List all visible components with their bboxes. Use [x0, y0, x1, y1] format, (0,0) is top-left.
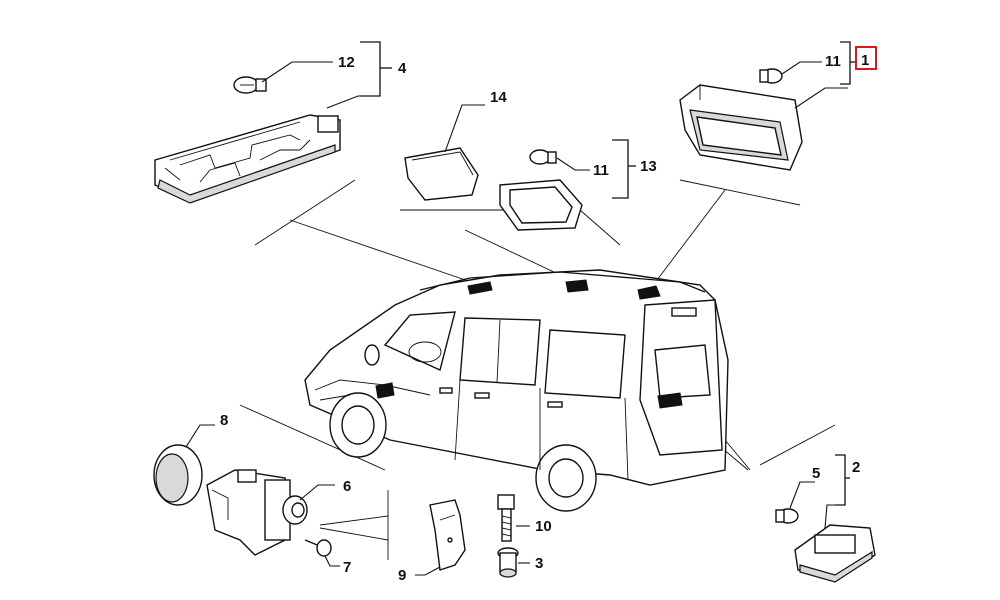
- nut-3[interactable]: [497, 547, 519, 578]
- callout-5[interactable]: 5: [812, 465, 820, 482]
- bulb-11-lamp-13[interactable]: [529, 149, 557, 165]
- callout-6[interactable]: 6: [343, 478, 351, 495]
- interior-lamp-13[interactable]: [499, 179, 583, 231]
- callout-11-lamp-13[interactable]: 11: [593, 162, 609, 179]
- callout-11-lamp-1[interactable]: 11: [825, 53, 841, 70]
- bulb-11-lamp-1[interactable]: [759, 68, 783, 84]
- callout-9[interactable]: 9: [398, 567, 406, 584]
- bulb-5[interactable]: [775, 508, 799, 524]
- callout-14[interactable]: 14: [490, 89, 507, 106]
- bolt-10[interactable]: [497, 494, 515, 542]
- callout-4[interactable]: 4: [398, 60, 407, 77]
- selected-callout-box: [855, 46, 877, 70]
- callout-13[interactable]: 13: [640, 158, 657, 175]
- callout-3[interactable]: 3: [535, 555, 543, 572]
- door-switch-assembly-6[interactable]: [206, 469, 308, 556]
- van-illustration: [304, 269, 729, 512]
- callout-8[interactable]: 8: [220, 412, 228, 429]
- callout-7[interactable]: 7: [343, 559, 351, 576]
- bulb-12[interactable]: [233, 76, 267, 94]
- lamp-lens-14[interactable]: [404, 147, 479, 201]
- cargo-lamp-2[interactable]: [794, 524, 876, 583]
- callout-12[interactable]: 12: [338, 54, 355, 71]
- rear-lamp-1[interactable]: [679, 84, 803, 171]
- callout-2[interactable]: 2: [852, 459, 860, 476]
- ceiling-lamp-housing[interactable]: [154, 114, 341, 204]
- screw-7[interactable]: [304, 539, 332, 557]
- callout-10[interactable]: 10: [535, 518, 552, 535]
- callout-1[interactable]: 1: [861, 52, 869, 69]
- cover-cap-8[interactable]: [153, 444, 203, 506]
- bracket-9[interactable]: [429, 499, 466, 571]
